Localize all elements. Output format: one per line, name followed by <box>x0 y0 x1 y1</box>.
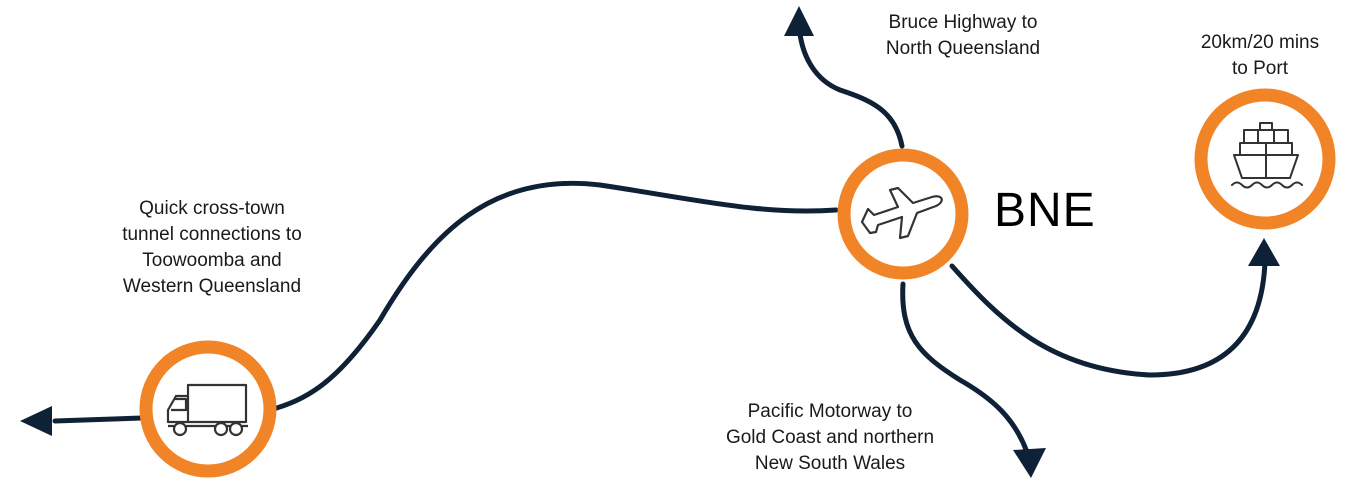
route-line-west <box>267 180 839 413</box>
label-bruce-line-2: North Queensland <box>885 38 1041 59</box>
ship-icon <box>1231 122 1303 189</box>
label-cross-line-2: tunnel connections to <box>122 224 302 245</box>
truck-icon <box>166 383 248 437</box>
label-pacific-line-3: New South Wales <box>754 453 906 474</box>
label-cross-town: Quick cross-town tunnel connections to T… <box>72 196 352 300</box>
airplane-icon <box>860 186 943 240</box>
label-port-line-2: to Port <box>1232 58 1288 79</box>
label-pacific-line-2: Gold Coast and northern <box>725 427 935 448</box>
label-bruce-line-1: Bruce Highway to <box>888 12 1038 33</box>
label-port-distance: 20km/20 mins to Port <box>1165 30 1355 82</box>
truck-node <box>139 340 277 478</box>
hub-label: BNE <box>994 184 1096 237</box>
label-cross-line-1: Quick cross-town <box>139 198 285 219</box>
label-pacific-motorway: Pacific Motorway to Gold Coast and north… <box>660 399 1000 477</box>
arrowhead-west <box>20 406 52 436</box>
arrowhead-south <box>1013 448 1046 478</box>
arrowhead-port <box>1248 238 1280 266</box>
route-line-port <box>949 259 1268 378</box>
label-cross-line-3: Toowoomba and <box>142 250 282 271</box>
route-line-pacific-motorway <box>900 281 1030 455</box>
label-pacific-line-1: Pacific Motorway to <box>747 401 913 422</box>
port-node <box>1194 88 1336 230</box>
label-bruce-highway: Bruce Highway to North Queensland <box>848 10 1078 62</box>
arrowhead-north <box>784 6 814 36</box>
route-line-bruce-highway <box>796 19 905 149</box>
bne-hub-node <box>837 148 969 280</box>
label-port-line-1: 20km/20 mins <box>1200 32 1320 53</box>
label-cross-line-4: Western Queensland <box>122 276 302 297</box>
route-line-west-tail <box>52 415 145 424</box>
